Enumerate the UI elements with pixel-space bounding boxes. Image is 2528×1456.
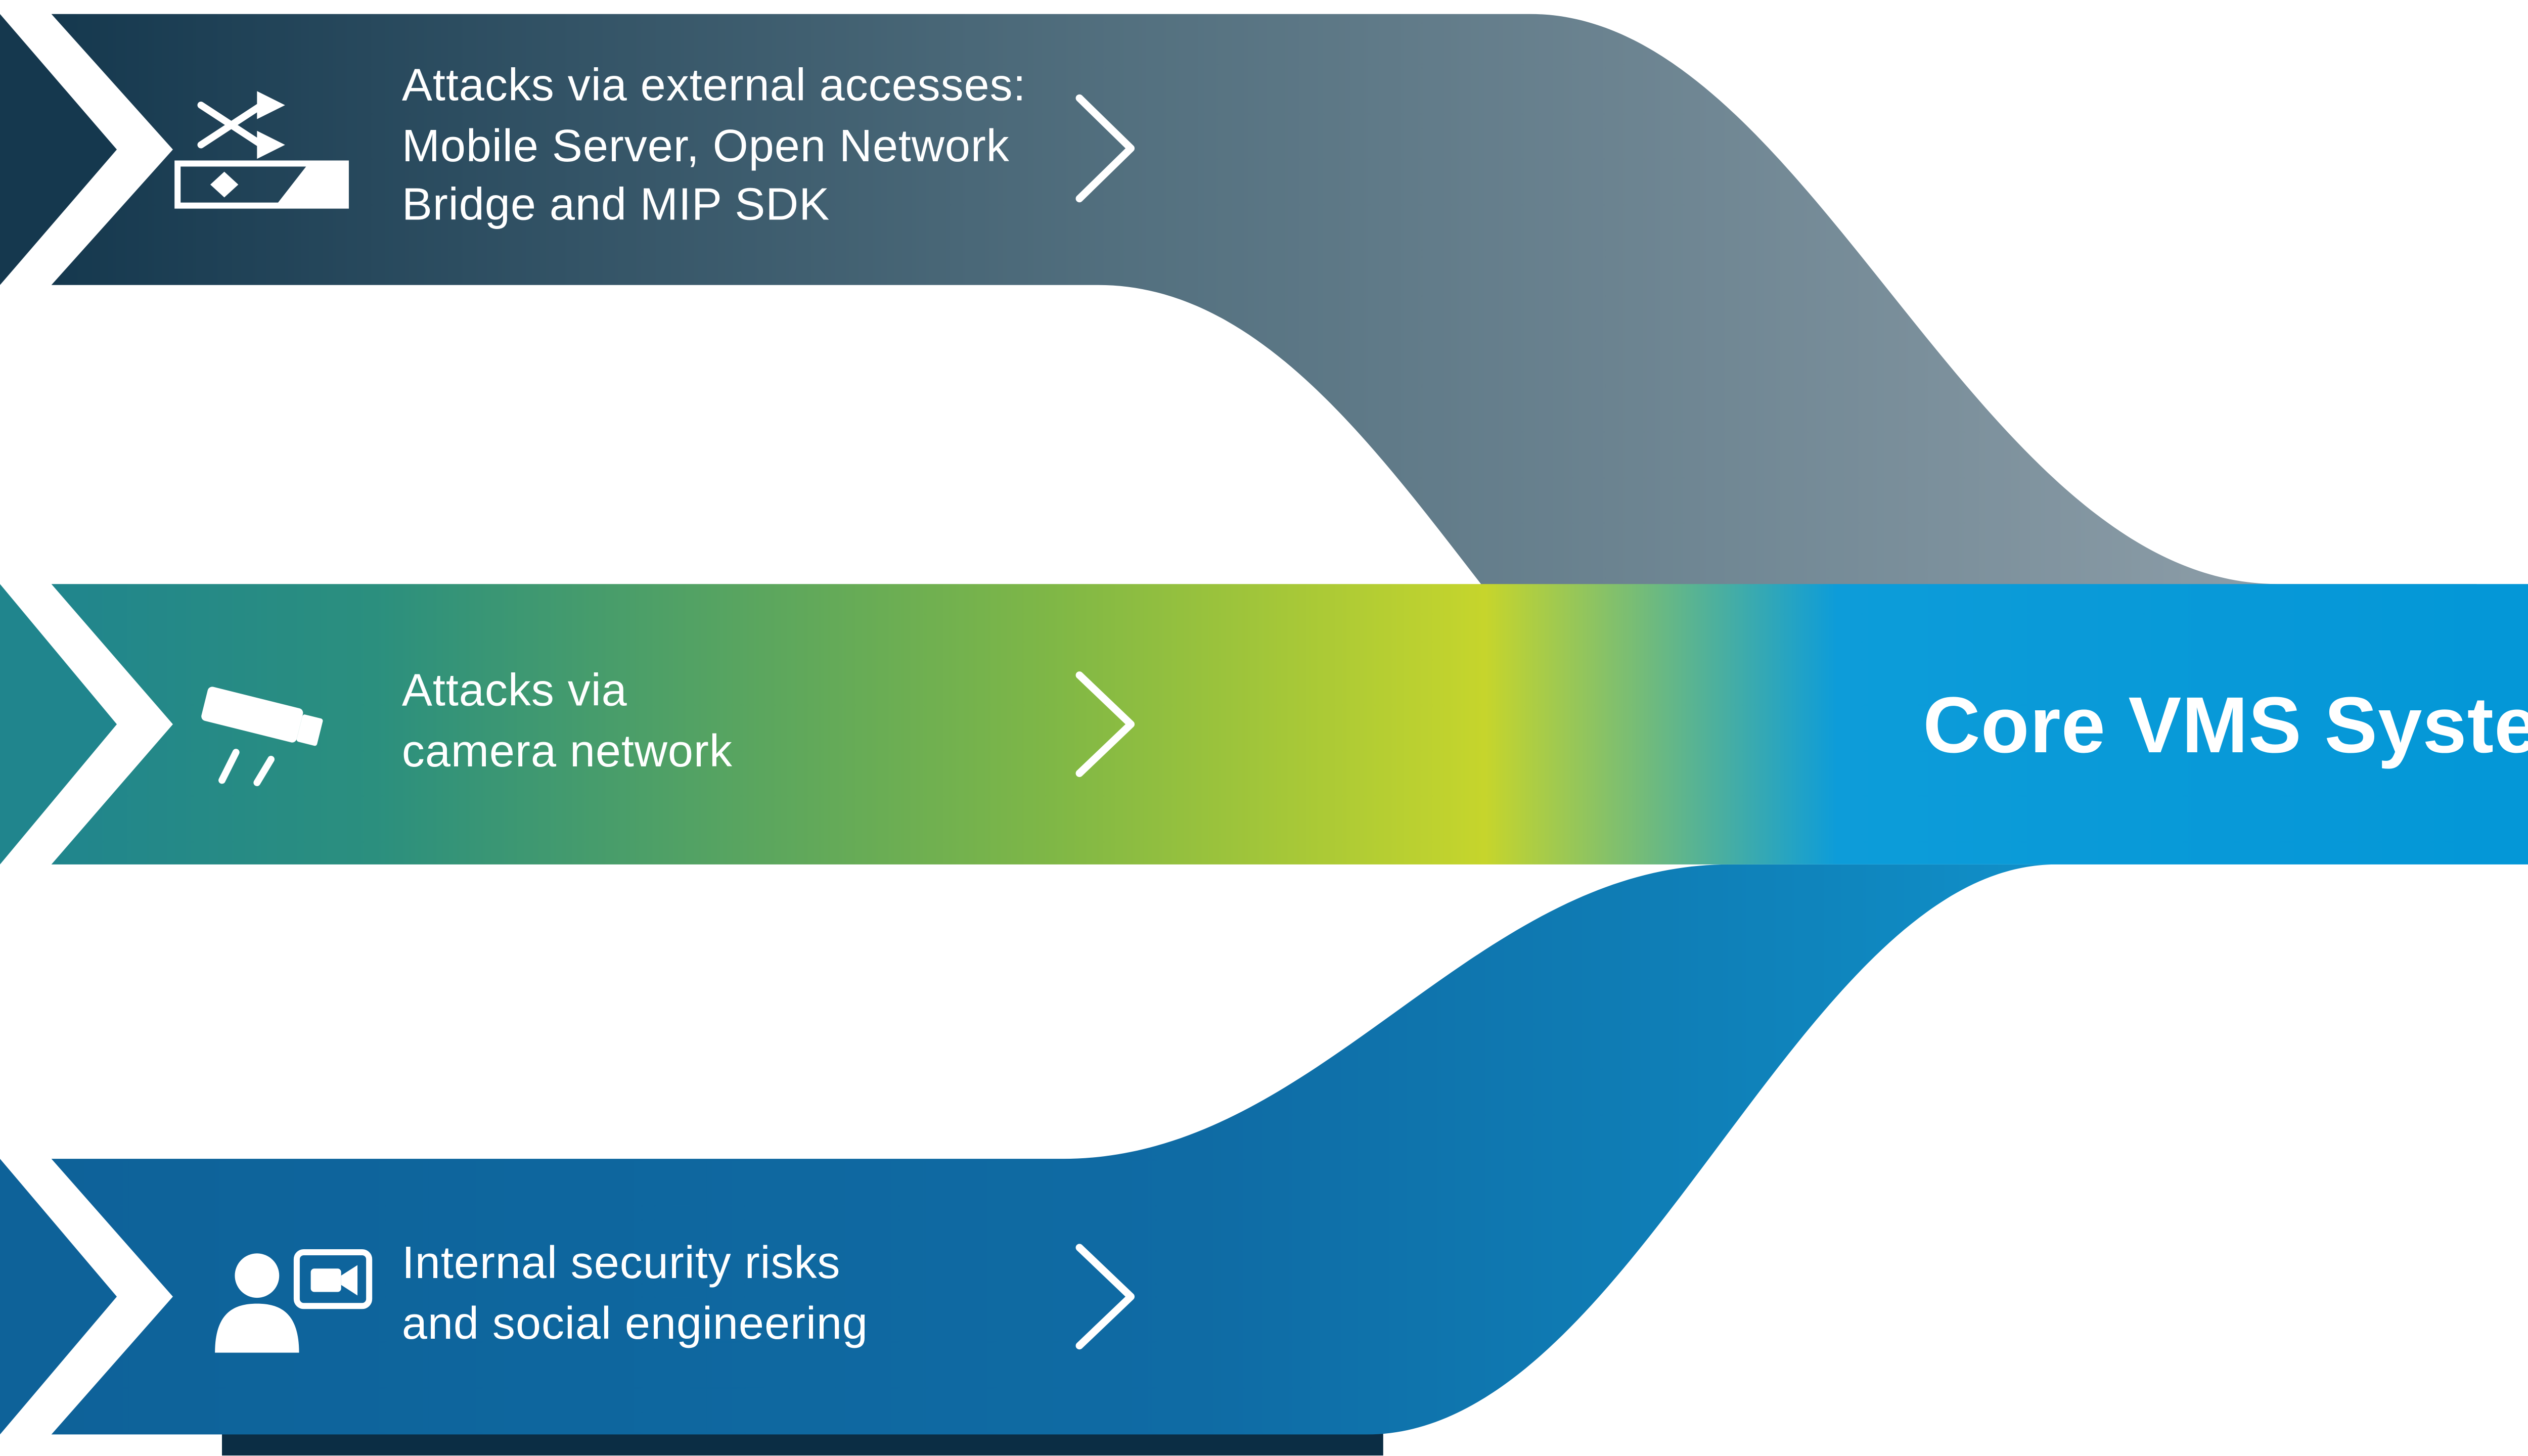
- chevron-icon-camera: [1075, 671, 1135, 778]
- label-line: Internal security risks: [401, 1238, 841, 1290]
- chevron-icon-external: [1075, 94, 1135, 203]
- label-line: and social engineering: [401, 1298, 868, 1349]
- camera-attacks-label: Attacks via camera network: [402, 663, 733, 783]
- core-vms-title: Core VMS System: [1923, 682, 2528, 771]
- ribbon-core-band: [51, 584, 2528, 864]
- person-with-camera-icon: [215, 1249, 373, 1353]
- external-attacks-label: Attacks via external accesses: Mobile Se…: [402, 59, 1026, 238]
- chevron-icon-internal: [1075, 1244, 1135, 1350]
- label-line: Attacks via: [401, 666, 627, 717]
- internal-risks-label: Internal security risks and social engin…: [402, 1236, 868, 1355]
- label-line: Mobile Server, Open Network: [401, 120, 1010, 172]
- ribbon-internal-risks: [51, 864, 2056, 1435]
- label-line: Bridge and MIP SDK: [401, 179, 830, 232]
- cctv-camera-icon: [201, 687, 323, 787]
- label-line: camera network: [401, 725, 733, 777]
- branch-arrows-device-icon: [174, 91, 349, 209]
- arrowhead-camera: [0, 584, 117, 864]
- label-line: Attacks via external accesses:: [401, 61, 1026, 112]
- arrowhead-internal: [0, 1159, 117, 1435]
- arrowhead-external: [0, 14, 117, 285]
